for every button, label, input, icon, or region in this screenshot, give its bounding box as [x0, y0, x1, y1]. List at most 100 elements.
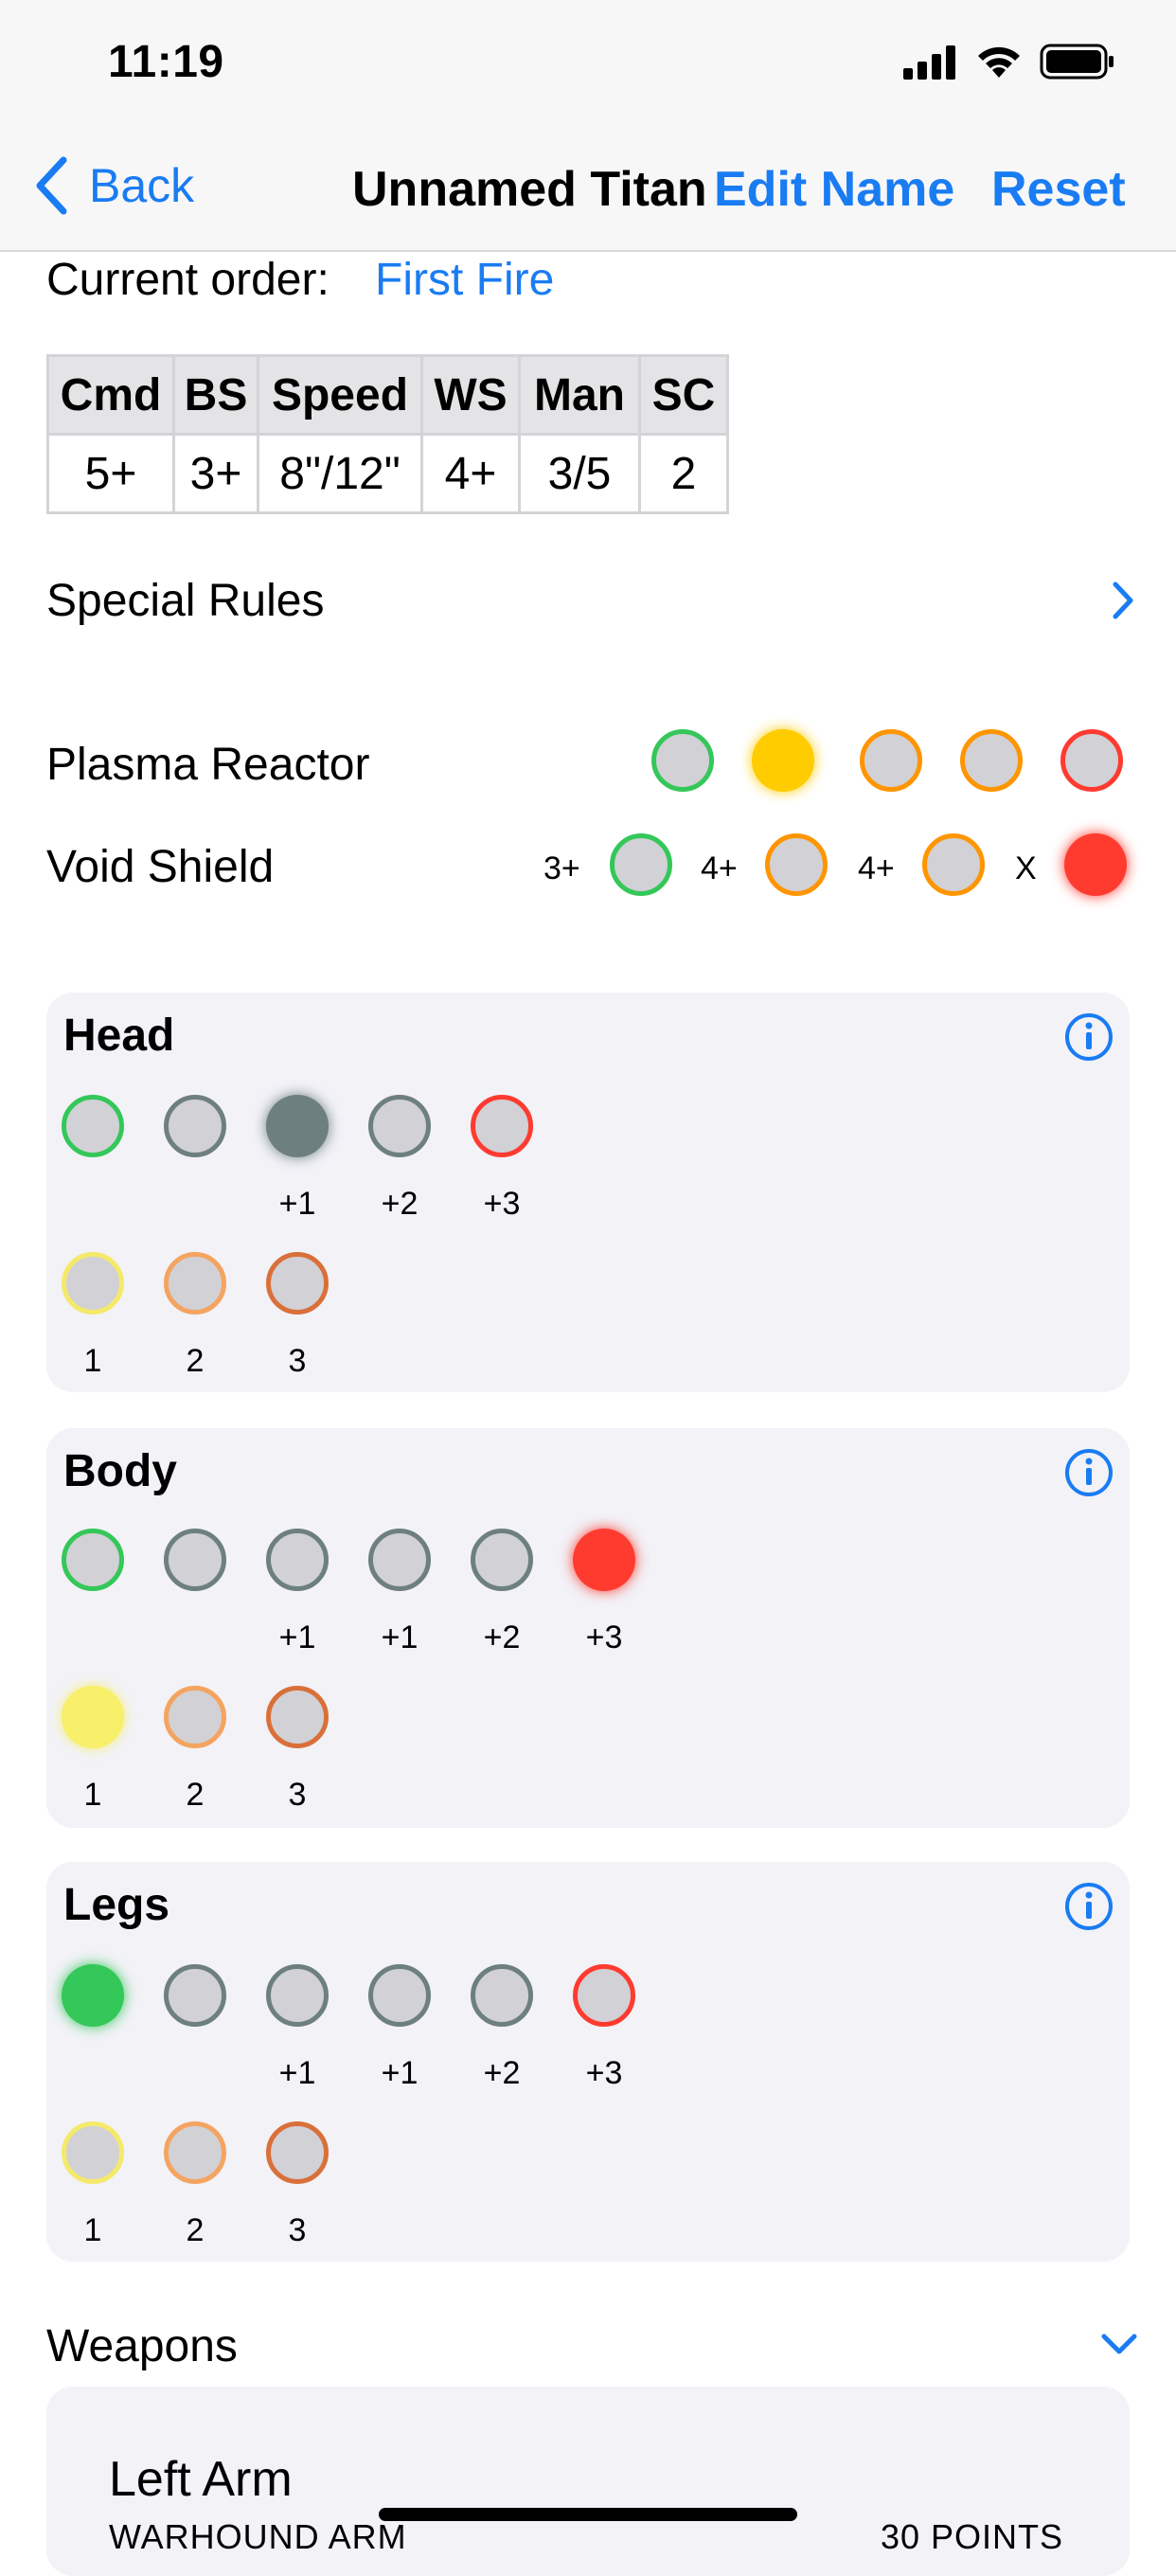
legs-crit-pip[interactable] [164, 2121, 226, 2184]
legs-pip[interactable] [164, 1964, 226, 2027]
back-button[interactable]: Back [34, 156, 194, 215]
head-crit-label: 3 [288, 1343, 307, 1379]
body-pip[interactable] [164, 1529, 226, 1591]
body-pip[interactable] [62, 1529, 124, 1591]
reactor-pip-red[interactable] [1060, 729, 1123, 792]
body-card: Body +1 +1 +2 +3 1 2 3 [46, 1428, 1130, 1828]
edit-name-button[interactable]: Edit Name [714, 162, 955, 217]
chevron-left-icon [36, 156, 67, 215]
reactor-pip-green[interactable] [651, 729, 714, 792]
body-crit-pip[interactable] [266, 1686, 329, 1748]
battery-icon [1040, 44, 1114, 80]
void-shield-save: 3+ [543, 850, 580, 886]
legs-card: Legs +1 +1 +2 +3 1 2 3 [46, 1862, 1130, 2262]
body-title: Body [63, 1446, 177, 1496]
head-modifier: +1 [278, 1186, 316, 1222]
legs-crit-pip[interactable] [62, 2121, 124, 2184]
chevron-down-icon[interactable] [1100, 2332, 1138, 2356]
legs-modifier: +1 [381, 2055, 419, 2091]
legs-pip[interactable] [368, 1964, 431, 2027]
legs-pip[interactable] [266, 1964, 329, 2027]
void-shield-pip-orange[interactable] [765, 833, 828, 896]
void-shield-save: 4+ [701, 850, 738, 886]
info-icon[interactable] [1063, 1011, 1114, 1063]
void-shield-save: 4+ [858, 850, 895, 886]
head-crit-pip[interactable] [62, 1252, 124, 1315]
legs-crit-pip[interactable] [266, 2121, 329, 2184]
plasma-reactor-label: Plasma Reactor [46, 740, 370, 790]
special-rules-row[interactable]: Special Rules [46, 564, 1135, 639]
body-modifier: +2 [483, 1619, 521, 1655]
head-crit-pip[interactable] [164, 1252, 226, 1315]
back-button-label: Back [89, 159, 195, 212]
head-crit-label: 2 [186, 1343, 205, 1379]
weapon-type: WARHOUND ARM [109, 2517, 407, 2556]
legs-pip[interactable] [471, 1964, 533, 2027]
stat-value: 3/5 [518, 433, 641, 514]
void-shield-pip-orange[interactable] [922, 833, 985, 896]
current-order-label: Current order: [46, 255, 330, 305]
page-title: Unnamed Titan [352, 162, 707, 217]
stat-value: 2 [638, 433, 729, 514]
body-crit-pip[interactable] [164, 1686, 226, 1748]
legs-title: Legs [63, 1880, 170, 1930]
weapon-points: 30 POINTS [880, 2517, 1063, 2556]
weapons-header[interactable]: Weapons [46, 2321, 238, 2371]
reactor-pip-active[interactable] [752, 729, 814, 792]
stat-value: 5+ [46, 433, 175, 514]
body-modifier: +1 [278, 1619, 316, 1655]
body-pip-active[interactable] [573, 1529, 635, 1591]
stat-header: Speed [257, 354, 423, 436]
body-pip[interactable] [471, 1529, 533, 1591]
head-pip-active[interactable] [266, 1095, 329, 1157]
head-modifier: +2 [381, 1186, 419, 1222]
head-pip[interactable] [368, 1095, 431, 1157]
void-shield-pip-active[interactable] [1064, 833, 1127, 896]
void-shield-save: X [1015, 850, 1037, 886]
home-indicator [379, 2508, 797, 2521]
head-pip[interactable] [164, 1095, 226, 1157]
void-shield-label: Void Shield [46, 842, 275, 892]
wifi-icon [978, 46, 1020, 78]
info-icon[interactable] [1063, 1447, 1114, 1498]
stats-value-row: 5+ 3+ 8"/12" 4+ 3/5 2 [46, 433, 729, 514]
stat-header: SC [638, 354, 729, 436]
legs-pip[interactable] [573, 1964, 635, 2027]
weapon-name: Left Arm [109, 2452, 293, 2507]
body-crit-label: 2 [186, 1777, 205, 1813]
stats-header-row: Cmd BS Speed WS Man SC [46, 354, 729, 436]
head-card: Head +1 +2 +3 1 2 3 [46, 993, 1130, 1392]
body-crit-label: 3 [288, 1777, 307, 1813]
void-shield-pip-green[interactable] [610, 833, 672, 896]
legs-modifier: +1 [278, 2055, 316, 2091]
cellular-signal-icon [903, 45, 955, 80]
legs-crit-label: 1 [83, 2212, 102, 2248]
head-modifier: +3 [483, 1186, 521, 1222]
stat-value: 3+ [172, 433, 259, 514]
chevron-right-icon [1113, 581, 1133, 619]
head-pip[interactable] [62, 1095, 124, 1157]
legs-crit-label: 3 [288, 2212, 307, 2248]
weapon-card[interactable]: Left Arm WARHOUND ARM 30 POINTS [46, 2387, 1130, 2576]
body-crit-label: 1 [83, 1777, 102, 1813]
stat-value: 4+ [420, 433, 521, 514]
info-icon[interactable] [1063, 1881, 1114, 1932]
body-pip[interactable] [368, 1529, 431, 1591]
reactor-pip-orange[interactable] [960, 729, 1023, 792]
head-pip[interactable] [471, 1095, 533, 1157]
status-time: 11:19 [108, 37, 224, 87]
legs-crit-label: 2 [186, 2212, 205, 2248]
navigation-bar: 11:19 Back Unnamed Titan Edit Name Reset [0, 0, 1176, 252]
body-modifier: +3 [585, 1619, 623, 1655]
reactor-pip-orange[interactable] [860, 729, 922, 792]
stat-header: BS [172, 354, 259, 436]
body-pip[interactable] [266, 1529, 329, 1591]
legs-pip-active[interactable] [62, 1964, 124, 2027]
stats-table: Cmd BS Speed WS Man SC 5+ 3+ 8"/12" 4+ 3… [46, 354, 729, 514]
head-crit-pip[interactable] [266, 1252, 329, 1315]
head-title: Head [63, 1011, 175, 1061]
current-order-button[interactable]: First Fire [375, 255, 555, 305]
body-crit-pip-active[interactable] [62, 1686, 124, 1748]
body-modifier: +1 [381, 1619, 419, 1655]
reset-button[interactable]: Reset [991, 162, 1126, 217]
